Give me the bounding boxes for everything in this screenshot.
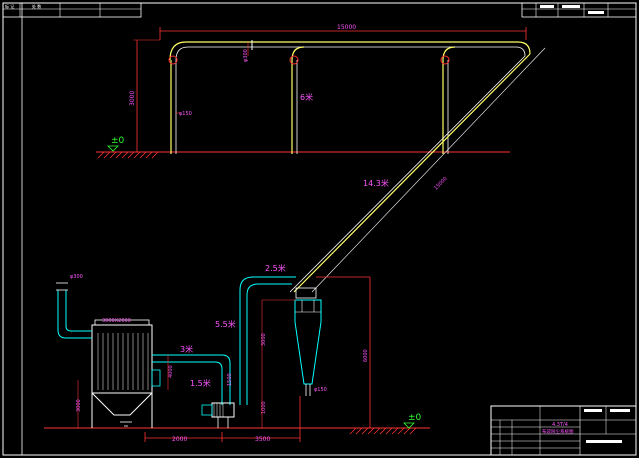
top-horizontal-pipe: φ300 xyxy=(169,40,531,62)
mid-pipe: 3米 4000 xyxy=(152,344,231,405)
drop-pipe-dia: φ150 xyxy=(179,111,192,117)
top-pipe-dia: φ300 xyxy=(243,49,249,62)
top-span-value: 15000 xyxy=(337,24,356,31)
inlet-top-dia: φ300 xyxy=(70,274,83,280)
riser-label: 5.5米 xyxy=(215,319,236,329)
header-count: 处 数 xyxy=(32,3,41,9)
lower-level-mark: ±0 xyxy=(408,413,422,423)
header-mark: 标 记 xyxy=(5,3,14,9)
cyclone-height: 3000 xyxy=(261,333,267,346)
top-horiz-label: 2.5米 xyxy=(265,263,286,273)
top-span-dimension: 15000 xyxy=(159,24,527,40)
drop-pipe-1: φ150 xyxy=(168,55,192,154)
fan-height: 1000 xyxy=(261,401,267,414)
drop-label: 6米 xyxy=(300,92,313,102)
cyclone-offset: 3500 xyxy=(255,436,270,443)
header-block-right xyxy=(521,2,637,18)
cyclone-total: 6000 xyxy=(363,349,369,362)
incline-label: 14.3米 xyxy=(363,178,389,188)
drop-pipe-2: 6米 xyxy=(289,46,313,154)
bag-width: 3000X2000 xyxy=(102,318,131,324)
cyclone-support: 3000 6000 xyxy=(261,276,371,428)
riser-pipe: 2.5米 5.5米 1500 xyxy=(215,263,296,405)
lower-ground: ±0 xyxy=(44,413,430,435)
mid-label: 3米 xyxy=(180,344,193,354)
title-name: 布袋除尘系统图 xyxy=(542,428,574,435)
upper-ground: ±0 xyxy=(96,136,510,159)
header-block-left: 标 记 处 数 xyxy=(2,2,142,18)
fan-width: 2000 xyxy=(172,436,187,443)
incline-length: 15000 xyxy=(433,176,448,191)
baghouse-filter: 3000X2000 3000 xyxy=(76,318,161,428)
mid-height: 4000 xyxy=(168,365,174,378)
title-code: 4.3T/4 xyxy=(552,422,568,428)
low-label: 1.5米 xyxy=(190,378,211,388)
inclined-pipe: 15000 14.3米 xyxy=(289,47,546,293)
upper-level-mark: ±0 xyxy=(111,136,125,146)
bottom-dimensions: 2000 3500 xyxy=(144,396,301,443)
upper-height-value: 3000 xyxy=(129,91,136,106)
upper-height-dimension: 3000 xyxy=(129,39,160,152)
fan-unit: 1.5米 1000 xyxy=(190,378,267,428)
baghouse-inlet-pipe: φ300 xyxy=(56,274,92,339)
cyclone-separator: φ150 xyxy=(294,287,327,396)
bag-height: 3000 xyxy=(76,399,82,412)
cyclone-outlet: φ150 xyxy=(314,387,327,393)
riser-height: 1500 xyxy=(227,373,233,386)
title-block: 4.3T/4 布袋除尘系统图 xyxy=(490,405,637,456)
